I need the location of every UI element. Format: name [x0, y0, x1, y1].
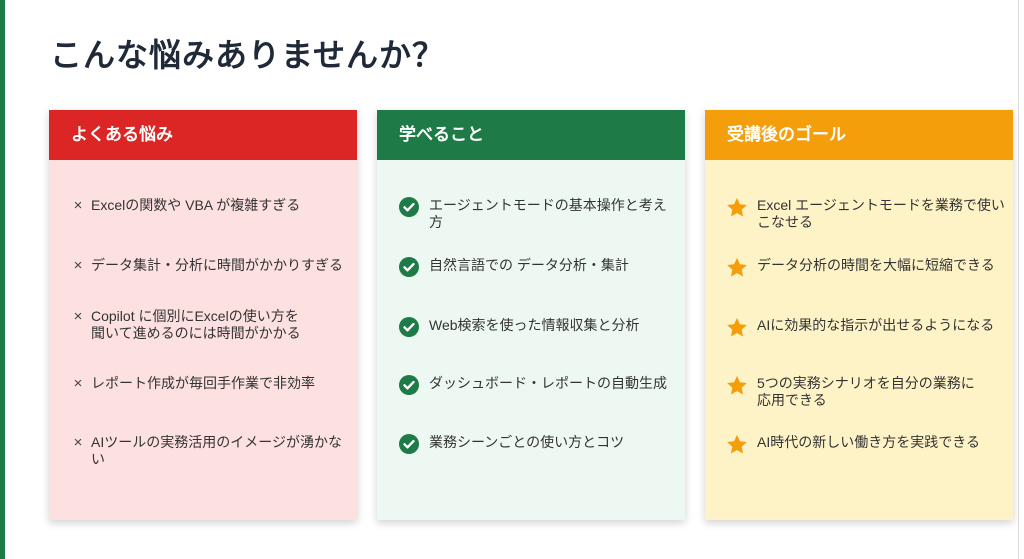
- list-item: ダッシュボード・レポートの自動生成: [397, 375, 677, 395]
- star-icon: [725, 317, 749, 338]
- list-item: 業務シーンごとの使い方とコツ: [397, 434, 677, 454]
- times-icon: ×: [73, 197, 83, 214]
- list-item: AI時代の新しい働き方を実践できる: [725, 434, 1005, 455]
- times-icon: ×: [73, 375, 83, 392]
- times-icon: ×: [73, 434, 83, 451]
- card-header: よくある悩み: [49, 110, 357, 160]
- list-item-text: 業務シーンごとの使い方とコツ: [429, 434, 625, 450]
- list-item: Excel エージェントモードを業務で使い こなせる: [725, 197, 1005, 231]
- list-item: データ分析の時間を大幅に短縮できる: [725, 257, 1005, 278]
- list-item: × レポート作成が毎回手作業で非効率: [69, 375, 349, 392]
- slide-edge: [1018, 0, 1019, 559]
- star-icon: [725, 375, 749, 409]
- check-circle-icon: [397, 257, 421, 277]
- list-item: × Copilot に個別にExcelの使い方を 聞いて進めるのには時間がかかる: [69, 308, 349, 342]
- list-item: × データ集計・分析に時間がかかりすぎる: [69, 257, 349, 274]
- list-item-text: Copilot に個別にExcelの使い方を 聞いて進めるのには時間がかかる: [91, 308, 301, 341]
- star-icon: [725, 434, 749, 455]
- list-item: Web検索を使った情報収集と分析: [397, 317, 677, 337]
- list-item: × AIツールの実務活用のイメージが湧かない: [69, 434, 349, 468]
- check-circle-icon: [397, 434, 421, 454]
- list-item-text: データ分析の時間を大幅に短縮できる: [757, 257, 995, 273]
- times-icon: ×: [73, 257, 83, 274]
- list-item-text: 自然言語での データ分析・集計: [429, 257, 629, 273]
- page-title: こんな悩みありませんか？: [50, 37, 446, 73]
- list-item-text: レポート作成が毎回手作業で非効率: [91, 375, 315, 391]
- list-item: 5つの実務シナリオを自分の業務に 応用できる: [725, 375, 1005, 409]
- check-circle-icon: [397, 317, 421, 337]
- list-item: 自然言語での データ分析・集計: [397, 257, 677, 277]
- card-goals: 受講後のゴール Excel エージェントモードを業務で使い こなせるデータ分析の…: [705, 110, 1013, 520]
- card-header: 受講後のゴール: [705, 110, 1013, 160]
- accent-bar: [0, 0, 5, 559]
- card-common-problems: よくある悩み × Excelの関数や VBA が複雑すぎる × データ集計・分析に時間…: [49, 110, 357, 520]
- list-item-text: ダッシュボード・レポートの自動生成: [429, 375, 667, 391]
- list-item-text: 5つの実務シナリオを自分の業務に 応用できる: [757, 375, 975, 408]
- check-circle-icon: [397, 197, 421, 231]
- check-circle-icon: [397, 375, 421, 395]
- list-item: エージェントモードの基本操作と考え方: [397, 197, 677, 231]
- list-item-text: Excelの関数や VBA が複雑すぎる: [91, 197, 301, 213]
- list-item: AIに効果的な指示が出せるようになる: [725, 317, 1005, 338]
- list-item-text: Web検索を使った情報収集と分析: [429, 317, 640, 333]
- card-what-you-learn: 学べること エージェントモードの基本操作と考え方自然言語での データ分析・集計 W…: [377, 110, 685, 520]
- list-item-text: AI時代の新しい働き方を実践できる: [757, 434, 980, 450]
- list-item: × Excelの関数や VBA が複雑すぎる: [69, 197, 349, 214]
- star-icon: [725, 257, 749, 278]
- star-icon: [725, 197, 749, 231]
- list-item-text: Excel エージェントモードを業務で使い こなせる: [757, 197, 1005, 230]
- list-item-text: エージェントモードの基本操作と考え方: [429, 197, 667, 230]
- list-item-text: データ集計・分析に時間がかかりすぎる: [91, 257, 343, 273]
- times-icon: ×: [73, 308, 83, 325]
- card-header: 学べること: [377, 110, 685, 160]
- list-item-text: AIツールの実務活用のイメージが湧かない: [91, 434, 342, 467]
- list-item-text: AIに効果的な指示が出せるようになる: [757, 317, 995, 333]
